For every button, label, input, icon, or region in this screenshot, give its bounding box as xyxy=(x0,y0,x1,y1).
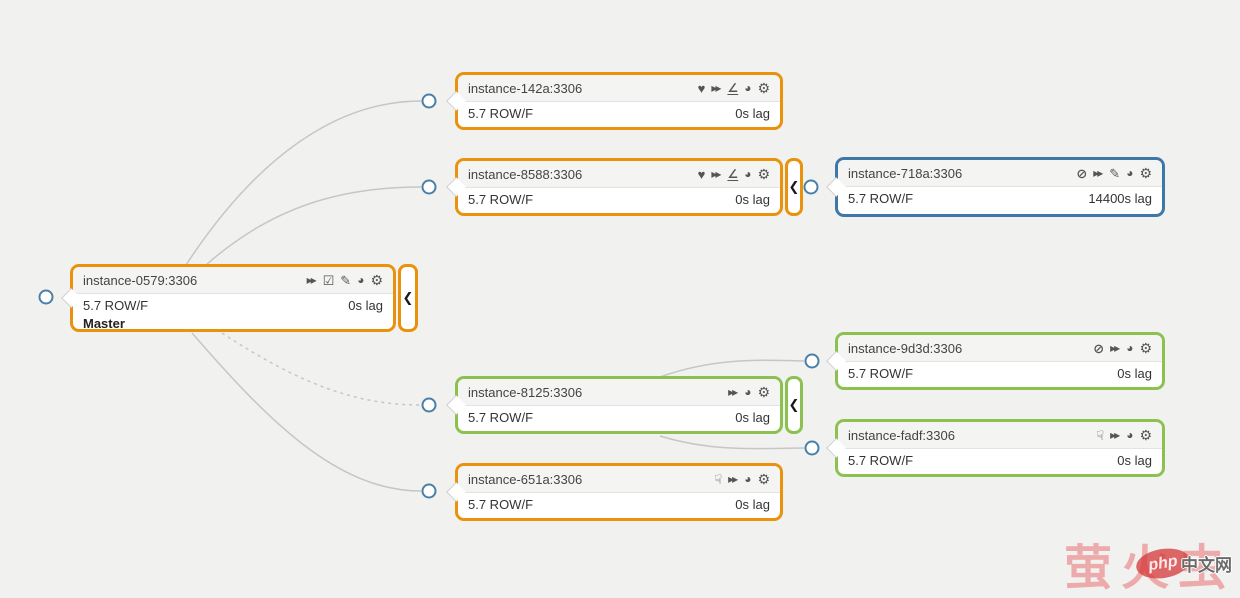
fast-forward-icon[interactable]: ▸▸ xyxy=(711,81,721,95)
node-instance-8125[interactable]: instance-8125:3306 ▸▸ ◕ ⚙ 5.7 ROW/F 0s l… xyxy=(446,376,783,434)
node-title: instance-718a:3306 xyxy=(848,165,963,181)
node-version: 5.7 ROW/F xyxy=(468,192,534,207)
node-version: 5.7 ROW/F xyxy=(848,453,914,468)
thumbs-down-icon[interactable]: ☟ xyxy=(714,471,723,487)
collapse-button-instance-8125[interactable]: ❮ xyxy=(785,376,803,434)
gear-icon[interactable]: ⚙ xyxy=(757,80,770,96)
ban-icon[interactable]: ⊘ xyxy=(1076,165,1088,181)
node-version: 5.7 ROW/F xyxy=(468,106,534,121)
node-role: Master xyxy=(83,316,125,331)
chevron-left-icon: ❮ xyxy=(788,179,800,194)
node-header: instance-9d3d:3306 ⊘ ▸▸ ◕ ⚙ xyxy=(838,335,1162,362)
gear-icon[interactable]: ⚙ xyxy=(1139,340,1152,356)
node-lag: 0s lag xyxy=(735,410,770,425)
node-instance-142a[interactable]: instance-142a:3306 ♥ ▸▸ ∠ ◕ ⚙ 5.7 ROW/F … xyxy=(446,72,783,130)
node-instance-8588[interactable]: instance-8588:3306 ♥ ▸▸ ∠ ◕ ⚙ 5.7 ROW/F … xyxy=(446,158,783,216)
node-title: instance-fadf:3306 xyxy=(848,427,955,443)
gear-icon[interactable]: ⚙ xyxy=(1139,165,1152,181)
gear-icon[interactable]: ⚙ xyxy=(757,471,770,487)
fast-forward-icon[interactable]: ▸▸ xyxy=(711,167,721,181)
connector-dot xyxy=(421,93,437,109)
trend-icon[interactable]: ∠ xyxy=(727,167,739,181)
link-master-142a xyxy=(185,100,422,266)
node-version: 5.7 ROW/F xyxy=(83,298,149,313)
node-lag: 0s lag xyxy=(735,497,770,512)
node-title: instance-0579:3306 xyxy=(83,272,198,288)
globe-icon[interactable]: ◕ xyxy=(744,81,752,95)
fast-forward-icon[interactable]: ▸▸ xyxy=(306,273,317,287)
check-icon[interactable]: ☑ xyxy=(322,272,335,288)
trend-icon[interactable]: ∠ xyxy=(727,81,739,95)
node-instance-718a[interactable]: instance-718a:3306 ⊘ ▸▸ ✎ ◕ ⚙ 5.7 ROW/F … xyxy=(826,157,1165,217)
gear-icon[interactable]: ⚙ xyxy=(370,272,383,288)
node-instance-651a[interactable]: instance-651a:3306 ☟ ▸▸ ◕ ⚙ 5.7 ROW/F 0s… xyxy=(446,463,783,521)
link-master-8588 xyxy=(205,186,422,266)
node-instance-9d3d[interactable]: instance-9d3d:3306 ⊘ ▸▸ ◕ ⚙ 5.7 ROW/F 0s… xyxy=(826,332,1165,390)
link-master-8125 xyxy=(221,332,422,406)
ban-icon[interactable]: ⊘ xyxy=(1093,340,1105,356)
node-header: instance-651a:3306 ☟ ▸▸ ◕ ⚙ xyxy=(458,466,780,493)
node-header: instance-8125:3306 ▸▸ ◕ ⚙ xyxy=(458,379,780,406)
node-title: instance-142a:3306 xyxy=(468,80,583,96)
node-header: instance-718a:3306 ⊘ ▸▸ ✎ ◕ ⚙ xyxy=(838,160,1162,187)
thumbs-down-icon[interactable]: ☟ xyxy=(1096,427,1105,443)
link-8125-fadf xyxy=(659,435,805,450)
node-lag: 0s lag xyxy=(1117,453,1152,468)
connector-dot xyxy=(421,179,437,195)
node-title: instance-651a:3306 xyxy=(468,471,583,487)
node-version: 5.7 ROW/F xyxy=(468,410,534,425)
globe-icon[interactable]: ◕ xyxy=(1126,166,1134,180)
globe-icon[interactable]: ◕ xyxy=(1126,341,1134,355)
gear-icon[interactable]: ⚙ xyxy=(1139,427,1152,443)
connector-dot xyxy=(803,179,819,195)
globe-icon[interactable]: ◕ xyxy=(744,385,752,399)
globe-icon[interactable]: ◕ xyxy=(1126,428,1134,442)
connector-dot xyxy=(38,289,54,305)
globe-icon[interactable]: ◕ xyxy=(744,167,752,181)
chevron-left-icon: ❮ xyxy=(788,397,800,412)
gear-icon[interactable]: ⚙ xyxy=(757,166,770,182)
globe-icon[interactable]: ◕ xyxy=(744,472,752,486)
node-header: instance-0579:3306 ▸▸ ☑ ✎ ◕ ⚙ xyxy=(73,267,393,294)
node-lag: 0s lag xyxy=(1117,366,1152,381)
collapse-button-instance-8588[interactable]: ❮ xyxy=(785,158,803,216)
link-8125-9d3d xyxy=(659,359,805,378)
node-title: instance-8125:3306 xyxy=(468,384,583,400)
node-header: instance-142a:3306 ♥ ▸▸ ∠ ◕ ⚙ xyxy=(458,75,780,102)
fast-forward-icon[interactable]: ▸▸ xyxy=(1093,166,1103,180)
node-instance-fadf[interactable]: instance-fadf:3306 ☟ ▸▸ ◕ ⚙ 5.7 ROW/F 0s… xyxy=(826,419,1165,477)
node-lag: 14400s lag xyxy=(1088,191,1152,206)
chevron-left-icon: ❮ xyxy=(402,290,414,305)
node-version: 5.7 ROW/F xyxy=(848,366,914,381)
connector-dot xyxy=(804,353,820,369)
heart-icon[interactable]: ♥ xyxy=(697,166,706,182)
node-header: instance-8588:3306 ♥ ▸▸ ∠ ◕ ⚙ xyxy=(458,161,780,188)
node-title: instance-9d3d:3306 xyxy=(848,340,963,356)
node-title: instance-8588:3306 xyxy=(468,166,583,182)
node-version: 5.7 ROW/F xyxy=(468,497,534,512)
connector-dot xyxy=(804,440,820,456)
heart-icon[interactable]: ♥ xyxy=(697,80,706,96)
node-header: instance-fadf:3306 ☟ ▸▸ ◕ ⚙ xyxy=(838,422,1162,449)
fast-forward-icon[interactable]: ▸▸ xyxy=(1110,428,1120,442)
gear-icon[interactable]: ⚙ xyxy=(757,384,770,400)
node-lag: 0s lag xyxy=(735,192,770,207)
node-lag: 0s lag xyxy=(348,298,383,313)
connector-dot xyxy=(421,483,437,499)
fast-forward-icon[interactable]: ▸▸ xyxy=(728,472,738,486)
globe-icon[interactable]: ◕ xyxy=(357,273,365,287)
collapse-button-instance-0579[interactable]: ❮ xyxy=(398,264,418,332)
pencil-icon[interactable]: ✎ xyxy=(340,272,352,288)
fast-forward-icon[interactable]: ▸▸ xyxy=(1110,341,1120,355)
node-instance-0579[interactable]: instance-0579:3306 ▸▸ ☑ ✎ ◕ ⚙ 5.7 ROW/F … xyxy=(61,264,396,332)
fast-forward-icon[interactable]: ▸▸ xyxy=(728,385,738,399)
node-lag: 0s lag xyxy=(735,106,770,121)
node-version: 5.7 ROW/F xyxy=(848,191,914,206)
pencil-icon[interactable]: ✎ xyxy=(1109,165,1121,181)
link-master-651a xyxy=(191,332,422,492)
connector-dot xyxy=(421,397,437,413)
